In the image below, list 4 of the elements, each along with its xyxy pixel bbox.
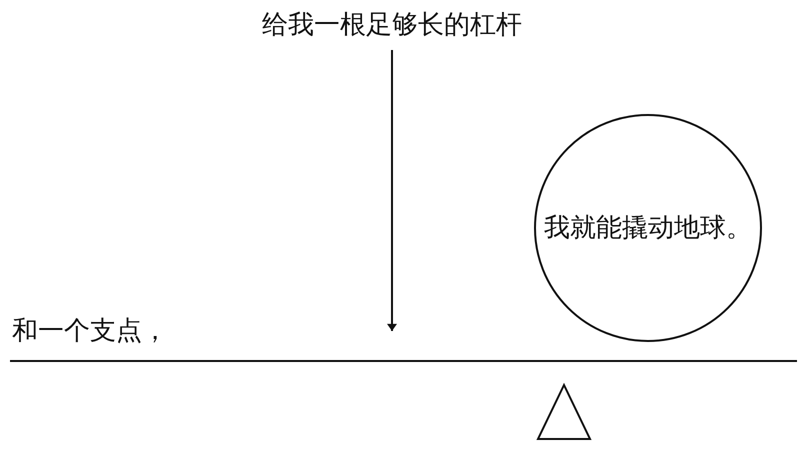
circle-text: 我就能撬动地球。 xyxy=(544,213,752,243)
statement-text: 给我一根足够长的杠杆 xyxy=(262,10,522,40)
statement-text: 和一个支点， xyxy=(12,316,168,346)
earth-circle xyxy=(534,114,762,342)
